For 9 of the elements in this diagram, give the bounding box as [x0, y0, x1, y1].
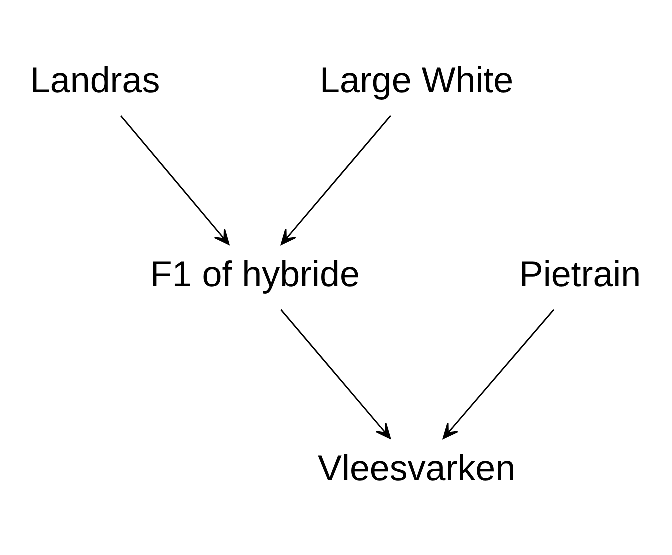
node-text: Large White	[320, 59, 514, 100]
arrow	[120, 115, 230, 246]
node-text: Pietrain	[519, 253, 642, 294]
node-text: F1 of hybride	[150, 253, 360, 294]
arrow	[280, 309, 392, 440]
node-text: Vleesvarken	[318, 447, 516, 488]
arrow	[280, 115, 392, 246]
arrow	[442, 309, 555, 440]
node-text: Landras	[30, 59, 160, 100]
